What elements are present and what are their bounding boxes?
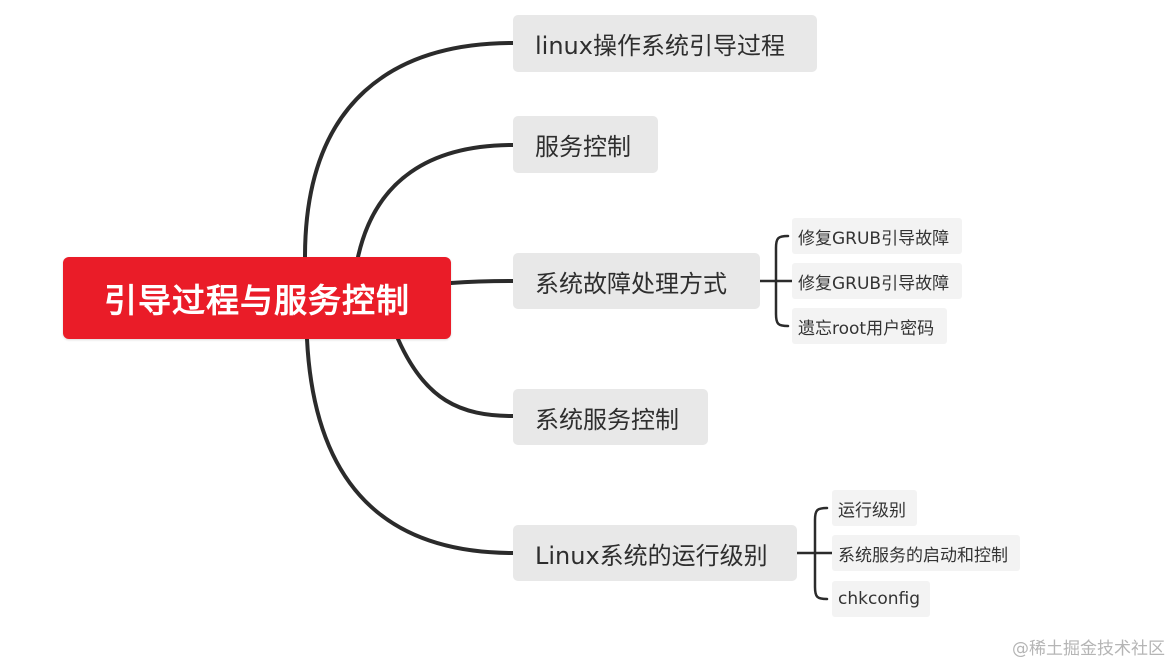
- subtopic-chkconfig[interactable]: chkconfig: [832, 581, 930, 617]
- connector-root-topic-5: [305, 337, 515, 555]
- connector-root-topic-2: [356, 143, 515, 259]
- subtopic-fix-grub-2[interactable]: 修复GRUB引导故障: [792, 263, 962, 299]
- topic-boot-process[interactable]: linux操作系统引导过程: [513, 15, 817, 72]
- subtopic-run-level[interactable]: 运行级别: [832, 490, 917, 526]
- root-node[interactable]: 引导过程与服务控制: [63, 257, 451, 339]
- topic-label: 系统故障处理方式: [535, 269, 727, 298]
- topic-system-service-control[interactable]: 系统服务控制: [513, 389, 708, 445]
- root-label: 引导过程与服务控制: [104, 281, 410, 320]
- connector-root-topic-1: [303, 41, 515, 259]
- subtopic-label: 运行级别: [838, 500, 906, 521]
- topic-fault-handling[interactable]: 系统故障处理方式: [513, 253, 760, 309]
- subtopic-service-start-control[interactable]: 系统服务的启动和控制: [832, 535, 1020, 571]
- topic-label: Linux系统的运行级别: [535, 541, 768, 570]
- topic-run-levels[interactable]: Linux系统的运行级别: [513, 525, 797, 581]
- subtopic-label: 遗忘root用户密码: [798, 318, 935, 339]
- subtopic-label: 系统服务的启动和控制: [838, 545, 1008, 566]
- subtopic-fix-grub-1[interactable]: 修复GRUB引导故障: [792, 218, 962, 254]
- subtopic-label: 修复GRUB引导故障: [798, 273, 950, 294]
- subtopic-label: chkconfig: [838, 589, 920, 609]
- connector-root-topic-4: [396, 337, 515, 418]
- topic-label: 系统服务控制: [535, 405, 679, 434]
- topic-label: linux操作系统引导过程: [535, 32, 785, 60]
- subtopic-label: 修复GRUB引导故障: [798, 228, 950, 249]
- watermark: @稀土掘金技术社区: [1012, 639, 1165, 659]
- subtopic-forgot-root-password[interactable]: 遗忘root用户密码: [792, 308, 947, 344]
- topic-service-control[interactable]: 服务控制: [513, 116, 658, 173]
- topic-label: 服务控制: [535, 133, 631, 161]
- connector-root-topic-3: [449, 279, 515, 285]
